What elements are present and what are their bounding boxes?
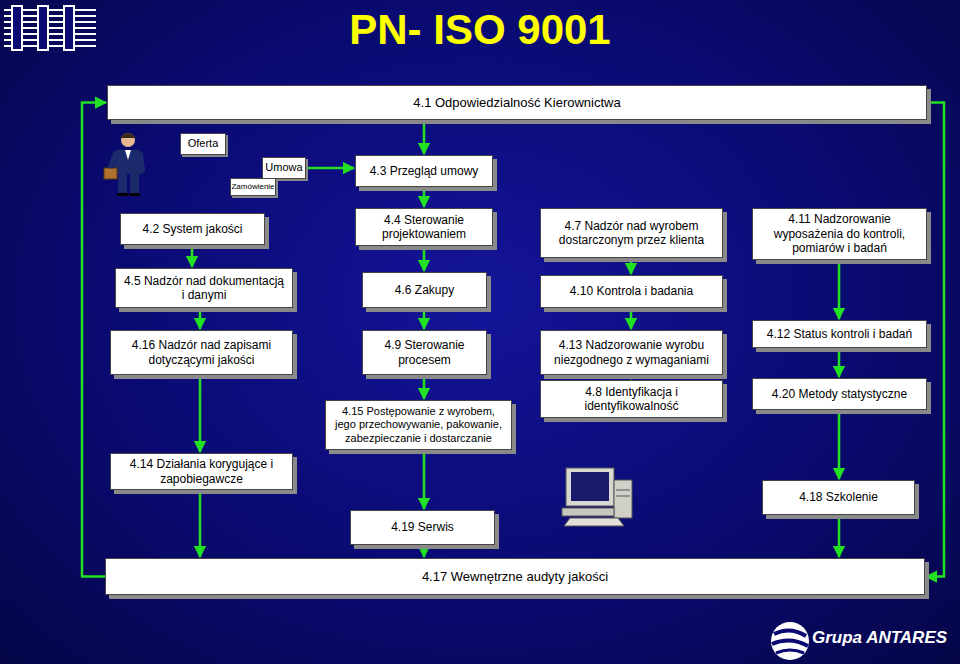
- flow-arrow: [423, 545, 426, 557]
- process-box: 4.2 System jakości: [120, 213, 265, 245]
- box-text: 4.9 Sterowanie procesem: [369, 338, 480, 367]
- businessman-figure: [104, 133, 143, 196]
- flow-arrow: [423, 308, 426, 329]
- document-box: Umowa: [262, 157, 306, 179]
- flow-arrow: [838, 515, 841, 557]
- process-box: 4.1 Odpowiedzialność Kierownictwa: [107, 85, 927, 120]
- process-box: 4.14 Działania korygujące i zapobiegawcz…: [110, 453, 293, 490]
- box-text: 4.6 Zakupy: [395, 283, 454, 297]
- process-box: 4.4 Sterowanie projektowaniem: [355, 208, 493, 246]
- flow-arrow: [82, 103, 106, 577]
- flow-arrow: [838, 348, 841, 377]
- flow-arrow: [630, 375, 633, 379]
- process-box: 4.8 Identyfikacja i identyfikowalność: [540, 380, 723, 418]
- flow-arrow: [199, 308, 202, 329]
- box-text: 4.14 Działania korygujące i zapobiegawcz…: [117, 457, 286, 486]
- diagram-title: PN- ISO 9001: [0, 6, 960, 54]
- process-box: 4.9 Sterowanie procesem: [362, 330, 487, 375]
- box-text: 4.11 Nadzorowanie wyposażenia do kontrol…: [759, 212, 920, 255]
- flow-arrow: [838, 260, 841, 319]
- box-text: 4.2 System jakości: [142, 222, 242, 236]
- flow-arrow: [306, 167, 354, 170]
- box-text: 4.18 Szkolenie: [799, 490, 878, 504]
- process-box: 4.18 Szkolenie: [762, 480, 915, 515]
- logo-mark: [4, 6, 96, 50]
- box-text: 4.13 Nadzorowanie wyrobu niezgodnego z w…: [547, 338, 716, 367]
- process-box: 4.6 Zakupy: [362, 272, 487, 308]
- process-box: 4.17 Wewnętrzne audyty jakości: [105, 558, 925, 595]
- box-text: Umowa: [265, 161, 302, 174]
- process-box: 4.19 Serwis: [350, 510, 495, 545]
- box-text: 4.7 Nadzór nad wyrobem dostarczonym prze…: [547, 219, 716, 248]
- flow-arrow: [926, 103, 944, 577]
- process-box: 4.7 Nadzór nad wyrobem dostarczonym prze…: [540, 208, 723, 258]
- document-box: Zamówienie: [230, 178, 276, 196]
- box-text: 4.1 Odpowiedzialność Kierownictwa: [413, 95, 620, 111]
- computer-illustration: [562, 468, 632, 526]
- box-text: Zamówienie: [231, 182, 274, 192]
- box-text: 4.3 Przegląd umowy: [370, 164, 479, 178]
- box-text: 4.4 Sterowanie projektowaniem: [362, 213, 486, 242]
- flow-arrow: [630, 258, 633, 274]
- process-box: 4.16 Nadzór nad zapisami dotyczącymi jak…: [110, 330, 293, 375]
- document-box: Oferta: [180, 133, 226, 155]
- process-box: 4.12 Status kontroli i badań: [752, 320, 927, 348]
- process-box: 4.13 Nadzorowanie wyrobu niezgodnego z w…: [540, 330, 723, 375]
- box-text: 4.20 Metody statystyczne: [772, 387, 907, 401]
- flow-arrow: [423, 375, 426, 399]
- flow-arrow: [199, 375, 202, 452]
- box-text: 4.16 Nadzór nad zapisami dotyczącymi jak…: [117, 338, 286, 367]
- flow-arrow: [423, 187, 426, 207]
- box-text: 4.15 Postępowanie z wyrobem, jego przech…: [332, 405, 505, 445]
- flow-arrow: [423, 246, 426, 271]
- flow-arrow: [191, 245, 194, 267]
- box-text: 4.19 Serwis: [391, 520, 454, 534]
- brand-label: Grupa ANTARES: [812, 628, 947, 648]
- process-box: 4.20 Metody statystyczne: [752, 378, 927, 410]
- process-box: 4.11 Nadzorowanie wyposażenia do kontrol…: [752, 208, 927, 260]
- flow-arrow: [630, 308, 633, 329]
- box-text: 4.5 Nadzór nad dokumentacją i danymi: [122, 274, 286, 303]
- box-text: 4.8 Identyfikacja i identyfikowalność: [547, 385, 716, 414]
- flow-arrow: [423, 120, 426, 154]
- process-box: 4.10 Kontrola i badania: [540, 275, 723, 308]
- process-box: 4.15 Postępowanie z wyrobem, jego przech…: [325, 400, 512, 450]
- process-box: 4.5 Nadzór nad dokumentacją i danymi: [115, 268, 293, 308]
- process-box: 4.3 Przegląd umowy: [355, 155, 493, 187]
- brand-globe: [771, 622, 809, 660]
- flow-arrow: [423, 450, 426, 509]
- box-text: 4.10 Kontrola i badania: [570, 284, 693, 298]
- box-text: Oferta: [188, 137, 219, 150]
- flow-arrow: [199, 490, 202, 557]
- box-text: 4.17 Wewnętrzne audyty jakości: [422, 569, 608, 585]
- flow-arrow: [838, 410, 841, 479]
- box-text: 4.12 Status kontroli i badań: [767, 327, 912, 341]
